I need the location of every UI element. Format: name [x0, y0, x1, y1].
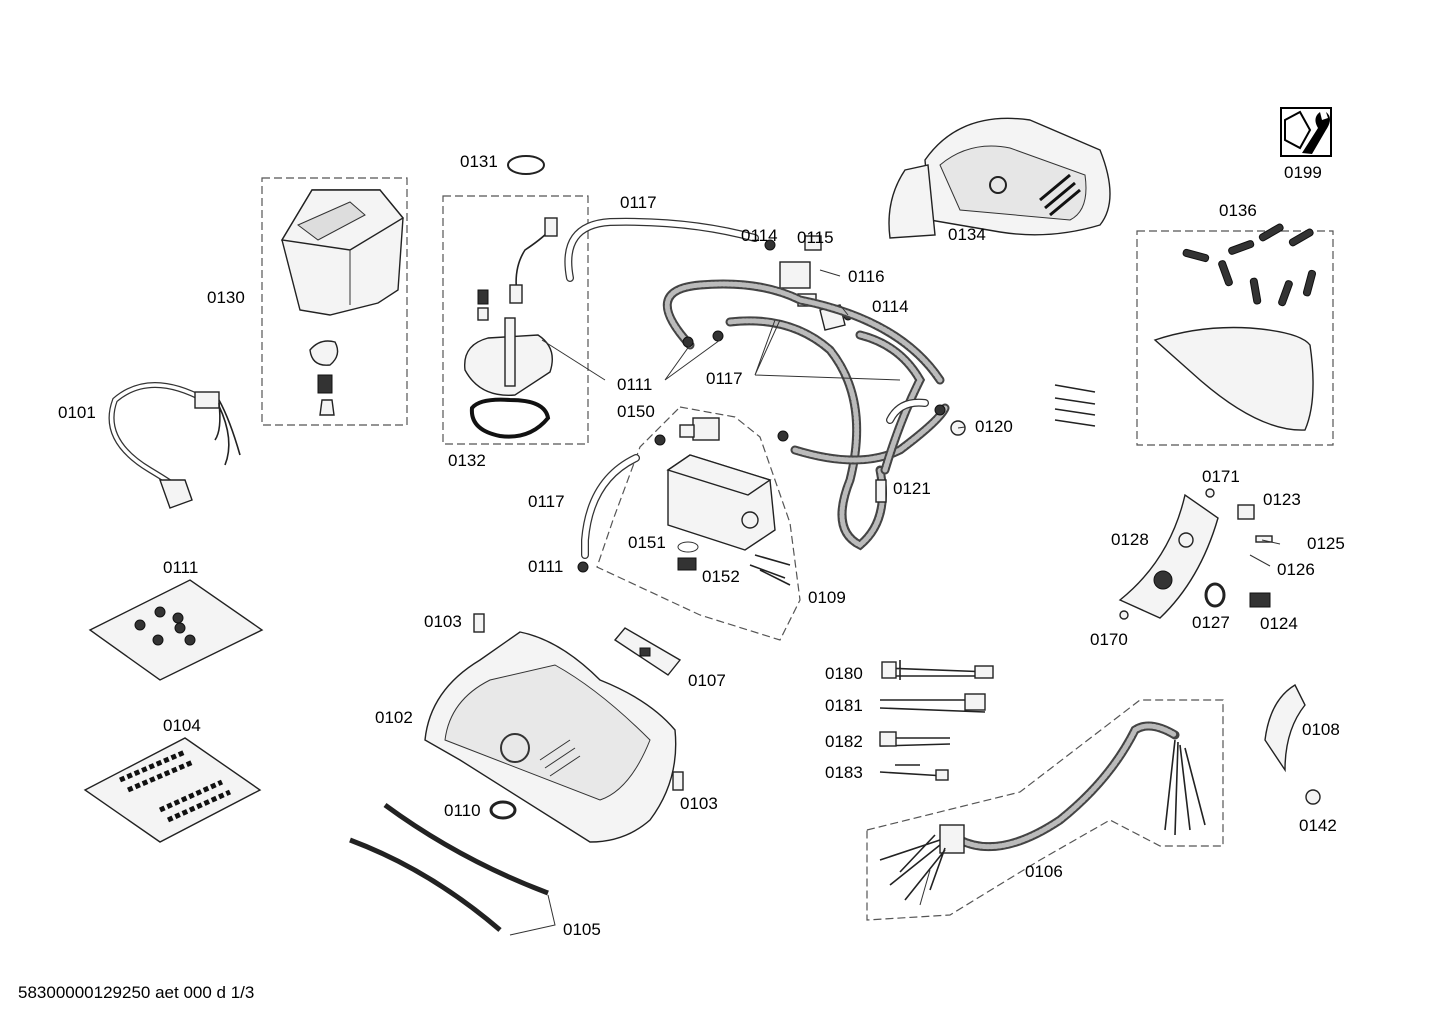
screw-0103-b: [672, 771, 684, 791]
label-0131: 0131: [460, 152, 498, 171]
grommet-0110: [489, 800, 517, 820]
label-0182: 0182: [825, 732, 863, 751]
control-panel-0128: [1118, 488, 1273, 620]
group-box-0106: [866, 699, 1224, 921]
label-0111-b: 0111: [528, 557, 564, 576]
label-0130: 0130: [207, 288, 245, 307]
label-0103-a: 0103: [424, 612, 462, 631]
label-0120: 0120: [975, 417, 1013, 436]
label-0127: 0127: [1192, 613, 1230, 632]
cord-harness-0106: [879, 721, 1206, 901]
label-0109: 0109: [808, 588, 846, 607]
label-0101: 0101: [58, 403, 96, 422]
label-0121: 0121: [893, 479, 931, 498]
wrench-nut-icon: [1280, 107, 1332, 157]
label-0110: 0110: [444, 801, 481, 820]
label-0103-b: 0103: [680, 794, 718, 813]
pcb-0107: [613, 627, 682, 676]
label-0180: 0180: [825, 664, 863, 683]
document-code: 58300000129250 aet 000 d 1/3: [18, 983, 255, 1002]
label-0125: 0125: [1307, 534, 1345, 553]
leader-lines: [509, 269, 1281, 936]
seal-strips-0105: [349, 802, 549, 932]
label-0111-a: 0111: [617, 375, 653, 394]
label-0150: 0150: [617, 402, 655, 421]
group-box-0109: [596, 406, 801, 641]
label-0117-lower: 0117: [528, 492, 565, 511]
label-0134: 0134: [948, 225, 986, 244]
label-0183: 0183: [825, 763, 863, 782]
label-0117-mid: 0117: [706, 369, 743, 388]
label-0115: 0115: [797, 228, 834, 247]
screw-bag-0104: [83, 737, 262, 843]
label-0104: 0104: [163, 716, 201, 735]
label-0105: 0105: [563, 920, 601, 939]
label-0171: 0171: [1202, 467, 1240, 486]
label-0142: 0142: [1299, 816, 1337, 835]
label-0114-b: 0114: [872, 297, 909, 316]
label-0199: 0199: [1284, 163, 1322, 182]
pump-0115: [764, 235, 853, 331]
label-0132: 0132: [448, 451, 486, 470]
group-box-0136: [1136, 230, 1334, 446]
boiler-cover-0132: [464, 217, 558, 439]
label-0126: 0126: [1277, 560, 1315, 579]
water-tank-0130: [280, 189, 405, 416]
o-ring-0131: [507, 155, 545, 175]
label-0106: 0106: [1025, 862, 1063, 881]
base-housing-0102: [424, 631, 677, 843]
cable-ties: [1054, 384, 1096, 427]
label-0170: 0170: [1090, 630, 1128, 649]
group-box-0130: [261, 177, 408, 426]
label-0123: 0123: [1263, 490, 1301, 509]
label-0117-upper: 0117: [620, 193, 657, 212]
braided-hoses-0117: [662, 279, 950, 551]
label-0128: 0128: [1111, 530, 1149, 549]
plug-0142: [1305, 789, 1321, 805]
valve-0150: [679, 417, 720, 441]
label-0136: 0136: [1219, 201, 1257, 220]
soleplate-set-0136: [1153, 223, 1317, 431]
label-0116: 0116: [848, 267, 885, 286]
label-0181: 0181: [825, 696, 863, 715]
label-0107: 0107: [688, 671, 726, 690]
group-box-0132: [442, 195, 589, 445]
boiler-0109: [666, 454, 791, 586]
mains-cable-0101: [108, 382, 241, 509]
soleplate-cover-0134: [888, 117, 1111, 239]
label-0124: 0124: [1260, 614, 1298, 633]
clamp-bag-0111: [88, 579, 264, 681]
handle-cap-0108: [1264, 684, 1306, 773]
label-0111-c: 0111: [163, 558, 199, 577]
label-0102: 0102: [375, 708, 413, 727]
label-0152: 0152: [702, 567, 740, 586]
label-0108: 0108: [1302, 720, 1340, 739]
label-0114-a: 0114: [741, 226, 778, 245]
wiring-harnesses-0180-0183: [879, 660, 994, 781]
label-0151: 0151: [628, 533, 666, 552]
connector-0121: [875, 479, 887, 503]
screw-0103-a: [473, 613, 485, 633]
